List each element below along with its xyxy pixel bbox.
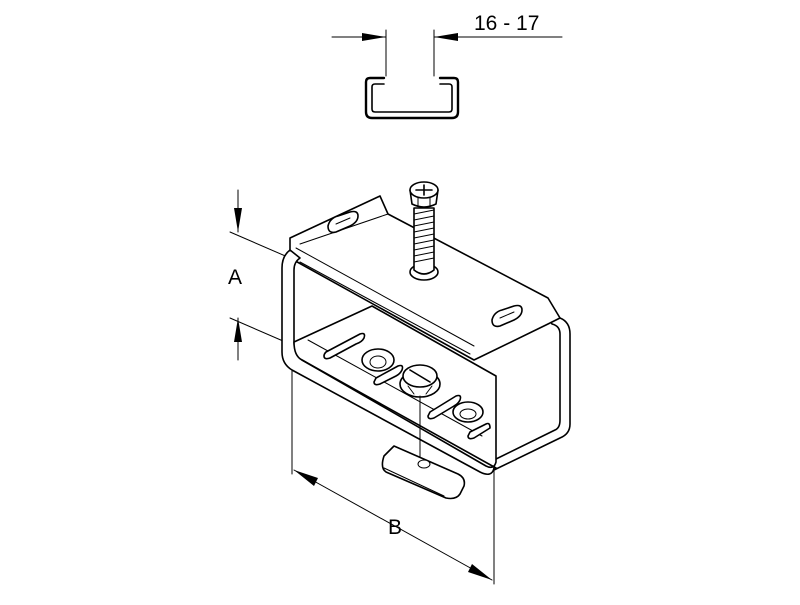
channel-profile-section (364, 76, 460, 120)
height-label: A (228, 266, 242, 289)
channel-width-label: 16 - 17 (474, 12, 539, 35)
top-bolt (409, 181, 439, 281)
length-dimension: B (291, 367, 495, 585)
base-screw (399, 364, 441, 398)
length-label: B (388, 516, 402, 539)
channel-width-dimension: 16 - 17 (331, 12, 563, 77)
slot-nut (381, 395, 466, 500)
height-dimension: A (228, 189, 291, 361)
